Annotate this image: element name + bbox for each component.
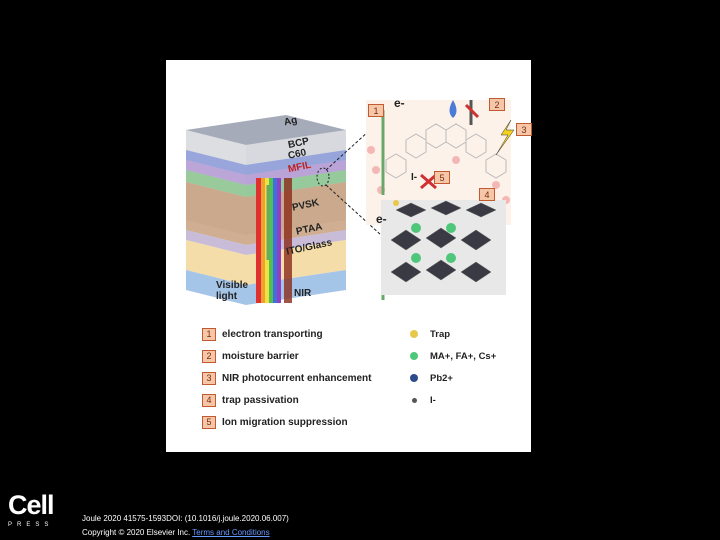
nir-label: NIR — [294, 288, 312, 299]
cell-press-logo: Cell PRESS — [8, 490, 55, 529]
figure-panel: Ag BCP C60 MFIL PVSK PTAA ITO/Glass Visi… — [166, 60, 532, 452]
logo-sub: PRESS — [8, 522, 54, 528]
terms-link[interactable]: Terms and Conditions — [192, 528, 270, 537]
tag-2: 2 — [489, 98, 505, 111]
trap-dot-icon — [410, 330, 418, 338]
pb-dot-icon — [410, 374, 418, 382]
key-item-trap: Trap — [410, 327, 450, 341]
key-item-cations: MA+, FA+, Cs+ — [410, 349, 496, 363]
device-diagram — [186, 100, 515, 305]
electron-label-bottom: e- — [376, 212, 387, 226]
tag-5: 5 — [434, 171, 450, 184]
cation-dot-icon — [410, 352, 418, 360]
iodide-label: I- — [411, 172, 418, 183]
logo-word: Cell — [8, 490, 55, 520]
copyright-line: Copyright © 2020 Elsevier Inc. Terms and… — [82, 528, 270, 537]
citation-text: Joule 2020 41575-1593DOI: (10.1016/j.jou… — [82, 514, 289, 523]
electron-label-top: e- — [394, 96, 405, 110]
key-item-pb: Pb2+ — [410, 371, 453, 385]
tag-1: 1 — [368, 104, 384, 117]
iodide-dot-icon — [412, 397, 417, 403]
copyright-text: Copyright © 2020 Elsevier Inc. — [82, 528, 191, 537]
tag-4: 4 — [479, 188, 495, 201]
visible-light-label: Visible light — [216, 280, 249, 302]
tag-3: 3 — [516, 123, 532, 136]
key-item-iodide: I- — [410, 393, 436, 407]
